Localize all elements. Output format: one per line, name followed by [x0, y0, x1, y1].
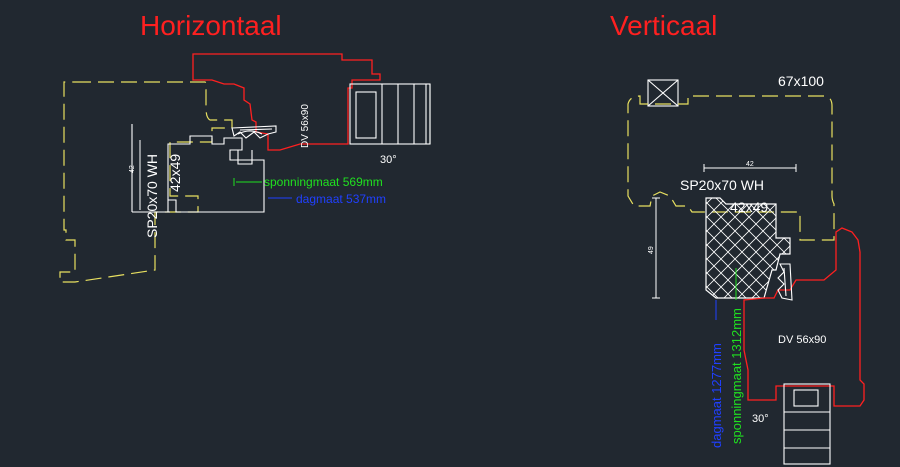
- seal-detail-horizontal: [231, 125, 277, 139]
- vertical-section: 67x100 42 SP20x70 WH 42x49 49 DV 56x90 3…: [627, 73, 865, 465]
- beam-label-vertical: 67x100: [778, 73, 824, 89]
- window-profile-horizontal: [192, 53, 381, 151]
- sill-label-vertical: SP20x70 WH: [680, 177, 764, 193]
- horizontal-section: DV 56x90 30° SP20x70 WH 42x49 42 sponnin…: [59, 53, 431, 283]
- hatched-stud-vertical: [705, 197, 791, 299]
- wall-outline-horizontal: [59, 81, 233, 283]
- daylight-dimension-vertical: dagmaat 1277mm: [709, 343, 724, 448]
- dim-top-vertical: 42: [746, 161, 754, 168]
- glazing-unit-horizontal: [349, 83, 431, 145]
- title-vertical: Verticaal: [610, 10, 717, 41]
- frame-lines-horizontal: [131, 124, 265, 213]
- seal-detail-vertical: [777, 263, 793, 301]
- rebate-dimension-vertical: sponningmaat 1312mm: [729, 308, 744, 444]
- angle-label-horizontal: 30°: [380, 154, 397, 166]
- glazing-unit-vertical: [783, 383, 831, 465]
- dim-side-vertical: 49: [648, 246, 655, 254]
- dim-small-horizontal: 42: [129, 165, 136, 173]
- profile-label-vertical: DV 56x90: [778, 334, 826, 346]
- angle-label-vertical: 30°: [752, 413, 769, 425]
- wall-outline-vertical: [627, 95, 835, 241]
- profile-label-horizontal: DV 56x90: [300, 104, 311, 148]
- frame-label-vertical: 42x49: [730, 199, 768, 215]
- dimension-lines-vertical: [652, 164, 797, 320]
- title-horizontal: Horizontaal: [140, 10, 282, 41]
- beam-cross-box: [647, 79, 679, 107]
- sill-label-horizontal: SP20x70 WH: [144, 154, 160, 238]
- frame-label-horizontal: 42x49: [167, 154, 183, 192]
- dimension-lines-horizontal: [139, 140, 292, 210]
- rebate-dimension-horizontal: sponningmaat 569mm: [264, 175, 383, 189]
- daylight-dimension-horizontal: dagmaat 537mm: [296, 192, 386, 206]
- window-profile-vertical: [743, 227, 865, 407]
